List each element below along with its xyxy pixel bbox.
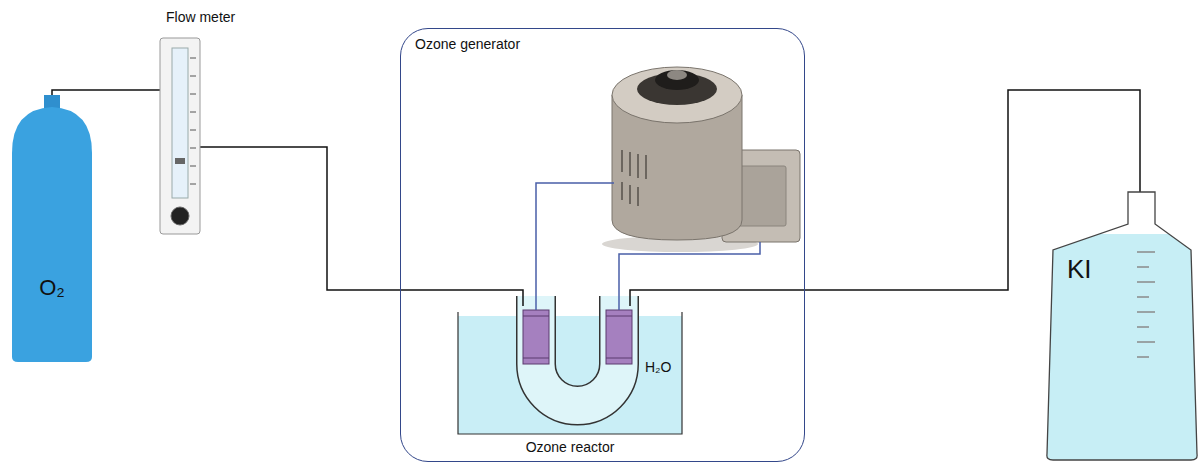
scale-tick	[190, 130, 196, 131]
graduation-mark	[1137, 296, 1149, 298]
pipe-stub	[629, 296, 631, 306]
electrode	[523, 310, 549, 364]
electrode-band	[606, 316, 632, 317]
scale-tick	[190, 112, 196, 113]
flow-tube	[172, 48, 188, 198]
scale-tick	[190, 148, 196, 149]
flow-meter-shape	[158, 8, 250, 240]
float	[175, 158, 185, 164]
gas-tube	[52, 90, 158, 95]
graduation-mark	[1137, 341, 1155, 343]
text-holder: Ozone generator	[415, 35, 520, 53]
vent-slots	[622, 150, 646, 206]
ozone-reactor: H₂O Ozone reactor	[455, 296, 685, 458]
ozone-reactor-shape	[455, 296, 685, 458]
graduation-mark	[1137, 326, 1149, 328]
knob-cap	[667, 70, 687, 80]
part-label: Flow meter	[166, 9, 235, 26]
pipe-stub	[522, 296, 524, 306]
gas-cylinder: O₂	[6, 95, 98, 363]
electrode	[606, 310, 632, 364]
ozone-generator-box: Ozone generatorH₂O Ozone reactor	[400, 28, 805, 462]
graduation-mark	[1137, 311, 1155, 313]
flowmeter-frame	[160, 38, 200, 234]
part-label: Ozone reactor	[526, 439, 615, 456]
scale-tick	[190, 58, 196, 59]
text-holder: KI	[1067, 254, 1092, 285]
scale-tick	[190, 94, 196, 95]
gas-cylinder-shape	[6, 95, 98, 363]
ki-flask: KI	[1045, 192, 1199, 464]
chemical-label: KI	[1067, 254, 1092, 285]
gas-tube	[250, 147, 523, 296]
flow-meter: Flow meter	[158, 8, 250, 240]
text-holder: H₂O	[645, 358, 671, 376]
electrode-band	[523, 358, 549, 359]
part-label: H₂O	[645, 359, 671, 376]
graduation-mark	[1137, 281, 1155, 283]
electrode-band	[606, 358, 632, 359]
knob	[171, 207, 189, 225]
text-holder: O₂	[6, 275, 98, 301]
cylinder-body	[12, 107, 92, 362]
electrode-wire	[535, 296, 537, 310]
ki-flask-shape	[1045, 192, 1199, 464]
variac-top	[612, 67, 742, 123]
electrode-wire	[619, 242, 760, 296]
flask-outline	[1047, 192, 1197, 460]
text-holder: Flow meter	[166, 8, 235, 26]
electrode-band	[523, 316, 549, 317]
pipe-stub	[200, 146, 250, 148]
part-label: Ozone generator	[415, 36, 520, 53]
flask-glass	[1047, 192, 1197, 460]
graduation-mark	[1137, 356, 1149, 358]
text-holder: Ozone reactor	[455, 438, 685, 456]
terminal-panel	[736, 166, 786, 226]
scale-tick	[190, 166, 196, 167]
scale-tick	[190, 76, 196, 77]
scale-tick	[190, 184, 196, 185]
knob	[655, 70, 699, 90]
graduation-mark	[1137, 251, 1155, 253]
electrode-wire	[536, 183, 614, 296]
chemical-label: O₂	[39, 275, 65, 301]
ki-solution	[1047, 234, 1197, 460]
graduation-mark	[1137, 266, 1149, 268]
valve	[44, 95, 60, 109]
electrode-wire	[618, 296, 620, 310]
variac	[602, 67, 800, 252]
